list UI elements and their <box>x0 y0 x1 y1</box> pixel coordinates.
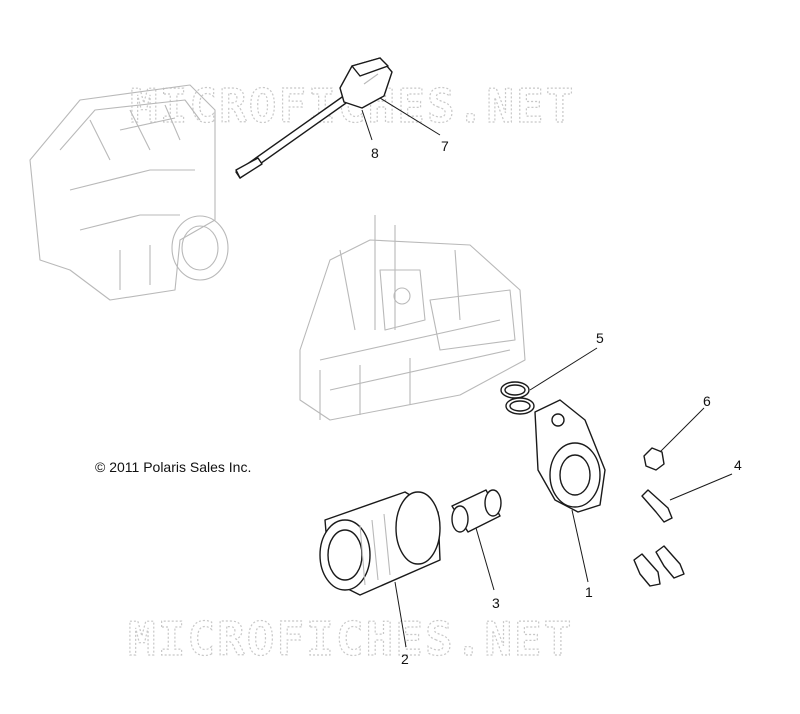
callout-7: 7 <box>379 97 449 154</box>
callout-3: 3 <box>475 527 500 611</box>
adapter-sleeve <box>451 489 502 533</box>
callout-label: 4 <box>734 457 742 473</box>
engine-block-ghost <box>299 215 526 421</box>
o-rings <box>500 381 535 415</box>
watermark-bottom: MICROFICHES.NET <box>128 612 573 666</box>
callout-label: 2 <box>401 651 409 667</box>
engine-head-ghost <box>29 84 229 301</box>
callout-label: 7 <box>441 138 449 154</box>
callout-label: 5 <box>596 330 604 346</box>
callout-label: 8 <box>371 145 379 161</box>
callout-2: 2 <box>394 581 409 667</box>
callout-1: 1 <box>571 509 593 600</box>
callout-6: 6 <box>659 393 711 453</box>
copyright-notice: © 2011 Polaris Sales Inc. <box>95 459 251 475</box>
callout-label: 6 <box>703 393 711 409</box>
callout-label: 1 <box>585 584 593 600</box>
callout-label: 3 <box>492 595 500 611</box>
callout-4: 4 <box>669 457 742 501</box>
oil-filter <box>319 491 441 596</box>
callout-5: 5 <box>529 330 604 391</box>
dipstick-cap <box>339 57 393 109</box>
callout-8: 8 <box>361 109 379 161</box>
oil-filter-adapter <box>534 399 606 513</box>
plug <box>643 447 665 471</box>
bolts <box>633 489 685 587</box>
